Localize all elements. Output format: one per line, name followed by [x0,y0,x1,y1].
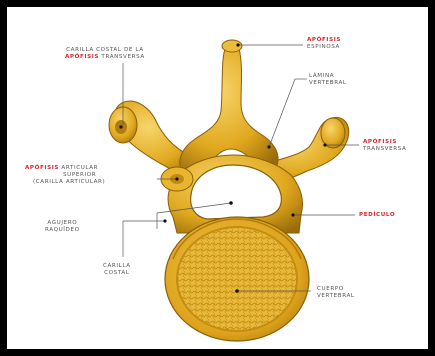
label-lamina-vertebral: LÁMINA VERTEBRAL [309,73,347,87]
label-apofisis-transversa: APÓFISIS TRANSVERSA [363,139,406,153]
label-apofisis-espinosa: APÓFISIS ESPINOSA [307,37,341,51]
label-carilla-costal: CARILLA COSTAL [103,263,131,277]
label-cuerpo-vertebral: CUERPO VERTEBRAL [317,286,355,300]
diagram-frame: APÓFISIS ESPINOSA CARILLA COSTAL DE LA A… [7,7,428,349]
spinous-process [180,49,278,169]
label-pediculo: PEDÍCULO [359,212,395,219]
label-apofisis-articular: APÓFISIS ARTICULAR SUPERIOR (CARILLA ART… [25,165,105,186]
label-carilla-costal-apofisis: CARILLA COSTAL DE LA APÓFISIS TRANSVERSA [65,47,145,61]
vertebral-body-spongy [177,227,297,331]
label-agujero-raquideo: AGUJERO RAQUÍDEO [45,220,80,234]
